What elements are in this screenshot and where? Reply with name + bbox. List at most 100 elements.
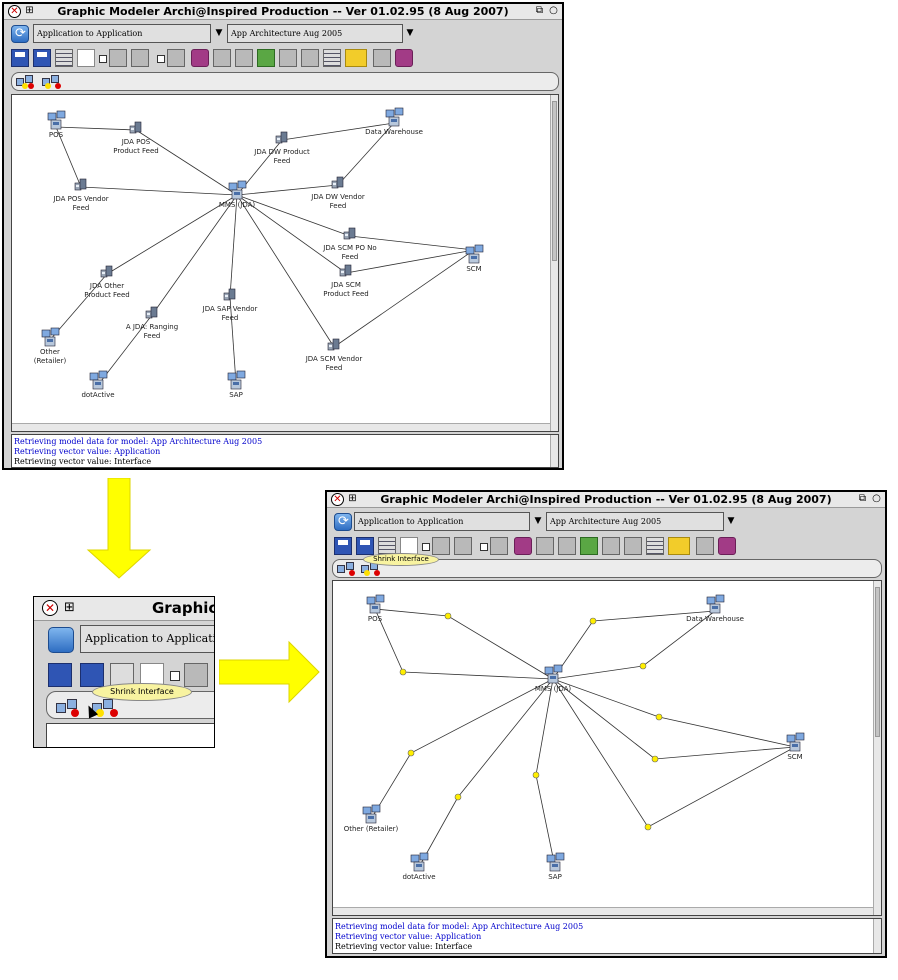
- log-scrollbar[interactable]: [550, 435, 558, 467]
- diagram-node-dotactive[interactable]: dotActive: [402, 852, 436, 881]
- view-select[interactable]: Application to Application: [80, 625, 214, 653]
- layout-icon[interactable]: [184, 663, 208, 687]
- expand-interface-icon[interactable]: [16, 75, 36, 89]
- tree-icon[interactable]: [490, 537, 508, 555]
- grid-icon[interactable]: [646, 537, 664, 555]
- close-icon[interactable]: ✕: [42, 600, 58, 616]
- horizontal-scrollbar[interactable]: [333, 907, 873, 915]
- maximize-icon[interactable]: ○: [549, 5, 558, 16]
- save-as-icon[interactable]: [33, 49, 51, 67]
- diagram-node-mms[interactable]: MMS (JDA): [535, 664, 572, 693]
- diagram-node-mms[interactable]: MMS (JDA): [219, 180, 256, 209]
- table-icon[interactable]: [55, 49, 73, 67]
- diagram-node-other-retailer[interactable]: Other (Retailer): [344, 804, 399, 833]
- network-icon[interactable]: [536, 537, 554, 555]
- diagram-node-scm[interactable]: SCM: [465, 244, 484, 273]
- refresh-icon[interactable]: [11, 25, 29, 43]
- chevron-down-icon[interactable]: ▼: [534, 516, 542, 526]
- restore-icon[interactable]: ⧉: [858, 493, 867, 504]
- export-icon[interactable]: [257, 49, 275, 67]
- eraser-icon[interactable]: [514, 537, 532, 555]
- window-menu-icon[interactable]: ⊞: [25, 5, 34, 16]
- arrange-icon[interactable]: [558, 537, 576, 555]
- export-icon[interactable]: [580, 537, 598, 555]
- checkbox-icon[interactable]: [170, 671, 180, 681]
- shrink-interface-icon[interactable]: [92, 699, 120, 717]
- checkbox-icon[interactable]: [480, 543, 488, 551]
- window-menu-icon[interactable]: ⊞: [64, 600, 75, 615]
- chevron-down-icon[interactable]: ▼: [215, 28, 223, 38]
- diagram-node-dw[interactable]: Data Warehouse: [365, 107, 423, 136]
- restore-icon[interactable]: ⧉: [535, 5, 544, 16]
- grid-icon[interactable]: [323, 49, 341, 67]
- magic-wand-icon[interactable]: [696, 537, 714, 555]
- view-select[interactable]: Application to Application: [33, 24, 211, 43]
- bucket-icon[interactable]: [718, 537, 736, 555]
- expand-interface-icon[interactable]: [337, 562, 357, 576]
- connect-icon[interactable]: [131, 49, 149, 67]
- log-scrollbar[interactable]: [873, 919, 881, 953]
- checkbox-icon[interactable]: [99, 55, 107, 63]
- close-icon[interactable]: ✕: [331, 493, 344, 506]
- save-icon[interactable]: [11, 49, 29, 67]
- diagram-node-dw[interactable]: Data Warehouse: [686, 594, 744, 623]
- checkbox-icon[interactable]: [157, 55, 165, 63]
- print-icon[interactable]: [301, 49, 319, 67]
- eraser-icon[interactable]: [191, 49, 209, 67]
- save-icon[interactable]: [48, 663, 72, 687]
- shrink-interface-icon[interactable]: [42, 75, 62, 89]
- diagram-node-scm[interactable]: SCM: [786, 732, 805, 761]
- magic-wand-icon[interactable]: [373, 49, 391, 67]
- tree-icon[interactable]: [167, 49, 185, 67]
- diagram-node-sap[interactable]: SAP: [227, 370, 246, 399]
- maximize-icon[interactable]: ○: [872, 493, 881, 504]
- save-as-icon[interactable]: [80, 663, 104, 687]
- save-icon[interactable]: [334, 537, 352, 555]
- close-icon[interactable]: ✕: [8, 5, 21, 18]
- comment-icon[interactable]: [602, 537, 620, 555]
- model-select[interactable]: App Architecture Aug 2005: [227, 24, 403, 43]
- chevron-down-icon[interactable]: ▼: [406, 28, 414, 38]
- comment-icon[interactable]: [279, 49, 297, 67]
- window-menu-icon[interactable]: ⊞: [348, 493, 357, 504]
- model-select[interactable]: App Architecture Aug 2005: [546, 512, 724, 531]
- connect-icon[interactable]: [454, 537, 472, 555]
- folder-icon[interactable]: [668, 537, 690, 555]
- bucket-icon[interactable]: [395, 49, 413, 67]
- folder-icon[interactable]: [345, 49, 367, 67]
- diagram-node-dotactive[interactable]: dotActive: [81, 370, 115, 399]
- new-document-icon[interactable]: [77, 49, 95, 67]
- diagram-node-pos[interactable]: POS: [47, 110, 66, 139]
- checkbox-icon[interactable]: [422, 543, 430, 551]
- print-icon[interactable]: [624, 537, 642, 555]
- vertical-scrollbar[interactable]: [873, 581, 881, 915]
- horizontal-scrollbar[interactable]: [12, 423, 550, 431]
- shrink-interface-icon[interactable]: [361, 562, 381, 576]
- refresh-icon[interactable]: [334, 513, 352, 531]
- refresh-icon[interactable]: [48, 627, 74, 653]
- view-select[interactable]: Application to Application: [354, 512, 530, 531]
- diagram-node-other-retailer[interactable]: Other(Retailer): [34, 327, 67, 365]
- diagram-node-pos[interactable]: POS: [366, 594, 385, 623]
- network-icon[interactable]: [213, 49, 231, 67]
- expand-interface-icon[interactable]: [56, 699, 80, 717]
- arrange-icon[interactable]: [235, 49, 253, 67]
- diagram-node-sap[interactable]: SAP: [546, 852, 565, 881]
- chevron-down-icon[interactable]: ▼: [727, 516, 735, 526]
- vertical-scrollbar[interactable]: [550, 95, 558, 431]
- layout-icon[interactable]: [432, 537, 450, 555]
- save-as-icon[interactable]: [356, 537, 374, 555]
- layout-icon[interactable]: [109, 49, 127, 67]
